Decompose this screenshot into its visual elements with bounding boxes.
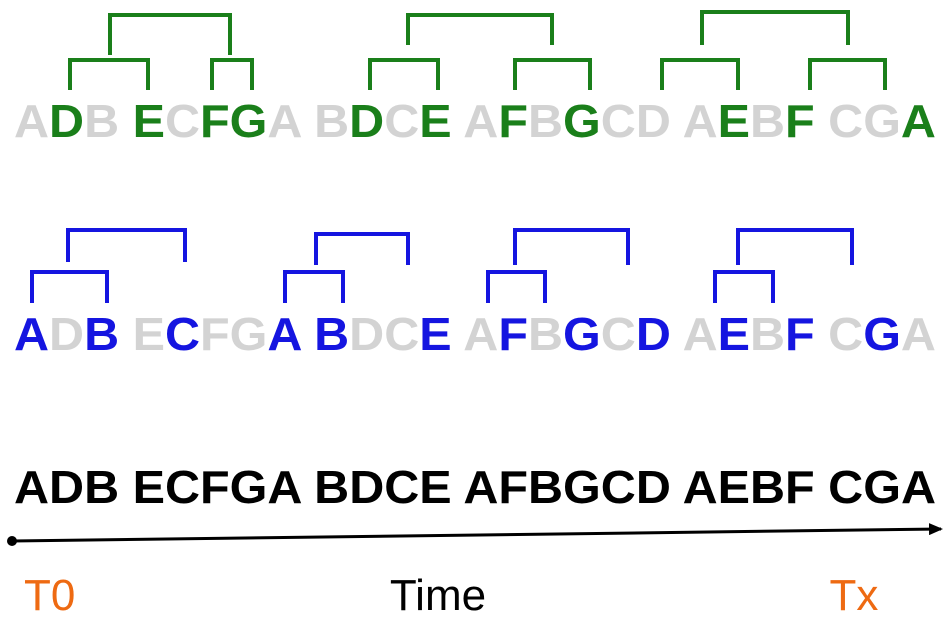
blue-bracket-outer xyxy=(314,232,410,265)
blue-bracket-group xyxy=(30,228,854,303)
blue-letter-row: ADB ECFGA BDCE AFBGCD AEBF CGA xyxy=(14,308,936,360)
green-bracket-outer xyxy=(108,13,232,55)
blue-bracket-inner xyxy=(713,270,775,303)
letter: D xyxy=(349,308,384,360)
letter: B xyxy=(314,95,349,147)
letter: E xyxy=(419,95,451,147)
start-time-label: T0 xyxy=(24,571,75,620)
letter: B xyxy=(528,308,563,360)
green-bracket-group xyxy=(68,10,887,90)
letter: F xyxy=(498,95,528,147)
letter: C xyxy=(384,95,419,147)
letter-gap xyxy=(119,95,132,147)
letter-gap xyxy=(671,95,683,147)
letter: E xyxy=(718,308,750,360)
letter: B xyxy=(314,308,349,360)
letter: E xyxy=(718,95,750,147)
letter: C xyxy=(384,308,419,360)
letter-gap xyxy=(815,95,828,147)
letter: E xyxy=(133,308,165,360)
letter: A xyxy=(463,308,498,360)
letter-gap xyxy=(301,308,314,360)
green-bracket-inner xyxy=(808,58,887,90)
letter: G xyxy=(230,95,268,147)
end-time-label: Tx xyxy=(830,571,879,620)
letter: D xyxy=(636,95,671,147)
letter-gap xyxy=(452,308,464,360)
letter-gap xyxy=(671,308,683,360)
letter: A xyxy=(267,95,301,147)
letter: F xyxy=(785,95,815,147)
letter-gap xyxy=(452,95,464,147)
blue-bracket-outer xyxy=(736,228,854,265)
letter-gap xyxy=(301,95,314,147)
blue-bracket-inner xyxy=(283,270,345,303)
axis-label: Time xyxy=(390,571,486,620)
letter: G xyxy=(563,308,601,360)
letter: C xyxy=(828,308,863,360)
letter: E xyxy=(133,95,165,147)
green-bracket-inner xyxy=(660,58,740,90)
letter: C xyxy=(165,95,200,147)
letter: B xyxy=(750,95,785,147)
letter: A xyxy=(683,308,718,360)
letter: F xyxy=(498,308,528,360)
letter: G xyxy=(563,95,601,147)
letter: D xyxy=(49,95,84,147)
blue-bracket-outer xyxy=(66,228,187,262)
letter-gap xyxy=(815,308,828,360)
letter: A xyxy=(463,95,498,147)
green-letter-row: ADB ECFGA BDCE AFBGCD AEBF CGA xyxy=(14,95,936,147)
letter: A xyxy=(14,308,49,360)
letter: A xyxy=(683,95,718,147)
green-bracket-inner xyxy=(68,58,150,90)
letter: B xyxy=(528,95,563,147)
letter: G xyxy=(863,308,901,360)
letter: D xyxy=(636,308,671,360)
letter: A xyxy=(901,308,936,360)
letter: D xyxy=(49,308,84,360)
time-axis-arrow xyxy=(11,523,943,543)
green-bracket-inner xyxy=(368,58,440,90)
blue-bracket-inner xyxy=(30,270,109,303)
letter: B xyxy=(84,95,119,147)
letter: C xyxy=(601,95,636,147)
green-bracket-inner xyxy=(513,58,592,90)
letter: C xyxy=(828,95,863,147)
green-bracket-inner xyxy=(210,58,254,90)
green-bracket-outer xyxy=(406,13,554,45)
letter: A xyxy=(14,95,49,147)
letter: C xyxy=(601,308,636,360)
letter: B xyxy=(750,308,785,360)
letter: A xyxy=(901,95,936,147)
letter-gap xyxy=(119,308,132,360)
letter: F xyxy=(200,95,230,147)
letter: A xyxy=(267,308,301,360)
green-bracket-outer xyxy=(700,10,850,45)
letter: G xyxy=(863,95,901,147)
blue-bracket-outer xyxy=(513,228,630,265)
letter: E xyxy=(419,308,451,360)
letter: C xyxy=(165,308,200,360)
timeline-sequence: ADB ECFGA BDCE AFBGCD AEBF CGA xyxy=(14,461,936,513)
letter: G xyxy=(230,308,268,360)
letter: D xyxy=(349,95,384,147)
letter: F xyxy=(785,308,815,360)
letter: F xyxy=(200,308,230,360)
letter: B xyxy=(84,308,119,360)
blue-bracket-inner xyxy=(486,270,547,303)
